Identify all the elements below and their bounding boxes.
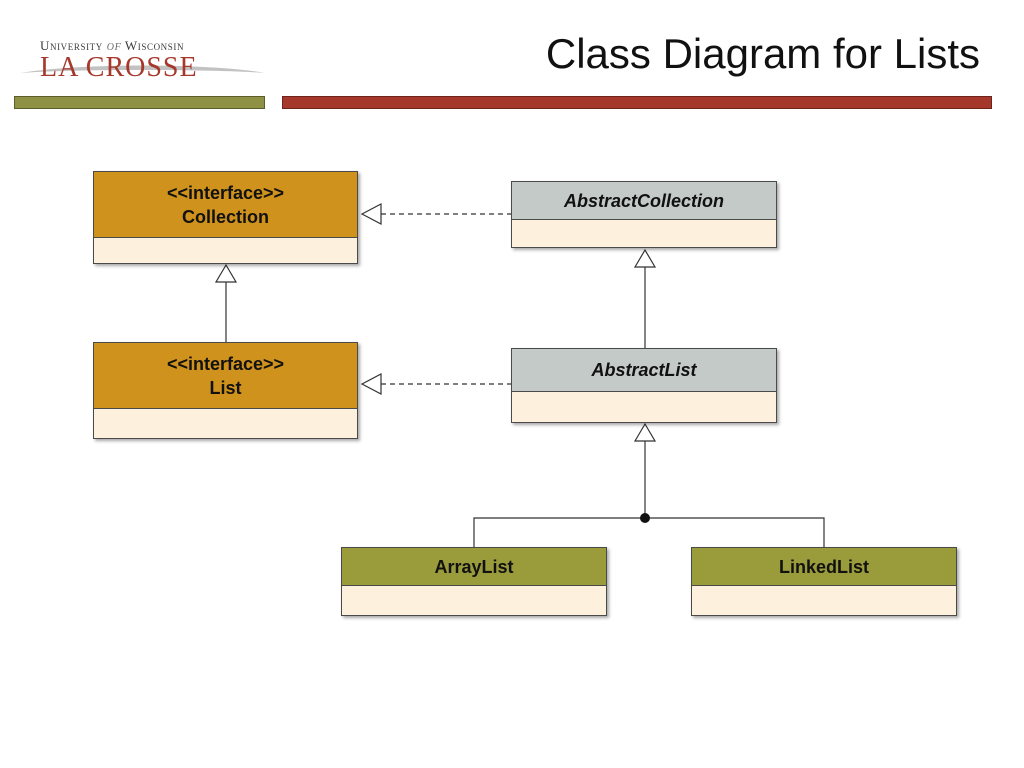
- class-abstractlist-header: AbstractList: [512, 349, 776, 392]
- class-abstractlist: AbstractList: [511, 348, 777, 423]
- logo-la-crosse: LA CROSSE: [40, 52, 198, 83]
- class-linkedlist-body: [692, 586, 956, 615]
- generalization-arrowhead-abstractcollection: [633, 248, 657, 268]
- realization-arrowhead-list: [360, 373, 382, 395]
- class-abstractlist-name: AbstractList: [591, 360, 697, 380]
- class-collection-header: <<interface>> Collection: [94, 172, 357, 238]
- class-collection-body: [94, 238, 357, 263]
- class-abstractlist-body: [512, 392, 776, 422]
- class-linkedlist-name: LinkedList: [778, 556, 869, 577]
- class-collection-stereotype: <<interface>>: [166, 182, 285, 203]
- generalization-line-linkedlist: [645, 517, 825, 548]
- class-list-body: [94, 409, 357, 438]
- junction-dot: [640, 513, 650, 523]
- generalization-arrowhead-collection: [214, 263, 238, 283]
- class-abstractcollection-body: [512, 220, 776, 247]
- class-abstractcollection: AbstractCollection: [511, 181, 777, 248]
- logo-university: University: [40, 38, 103, 53]
- class-list-name: List: [209, 377, 242, 398]
- generalization-arrowhead-abstractlist: [633, 422, 657, 442]
- class-linkedlist: LinkedList: [691, 547, 957, 616]
- logo-top-text: University of Wisconsin: [40, 38, 270, 55]
- class-list-header: <<interface>> List: [94, 343, 357, 409]
- class-collection-name: Collection: [181, 206, 269, 227]
- header-bar-right: [282, 96, 992, 109]
- logo-wisconsin: Wisconsin: [124, 38, 185, 53]
- generalization-line-arraylist: [473, 517, 645, 548]
- logo-swoosh-icon: [20, 65, 266, 73]
- class-arraylist-body: [342, 586, 606, 615]
- class-list-stereotype: <<interface>>: [166, 353, 285, 374]
- class-collection: <<interface>> Collection: [93, 171, 358, 264]
- logo-of: of: [106, 39, 122, 54]
- class-linkedlist-header: LinkedList: [692, 548, 956, 586]
- university-logo: University of Wisconsin LA CROSSE: [14, 34, 276, 90]
- page-title: Class Diagram for Lists: [545, 30, 980, 77]
- header-bar-left: [14, 96, 265, 109]
- realization-arrowhead-collection: [360, 203, 382, 225]
- class-arraylist: ArrayList: [341, 547, 607, 616]
- class-arraylist-header: ArrayList: [342, 548, 606, 586]
- class-list: <<interface>> List: [93, 342, 358, 439]
- class-abstractcollection-name: AbstractCollection: [563, 190, 725, 211]
- class-abstractcollection-header: AbstractCollection: [512, 182, 776, 220]
- class-arraylist-name: ArrayList: [434, 556, 514, 577]
